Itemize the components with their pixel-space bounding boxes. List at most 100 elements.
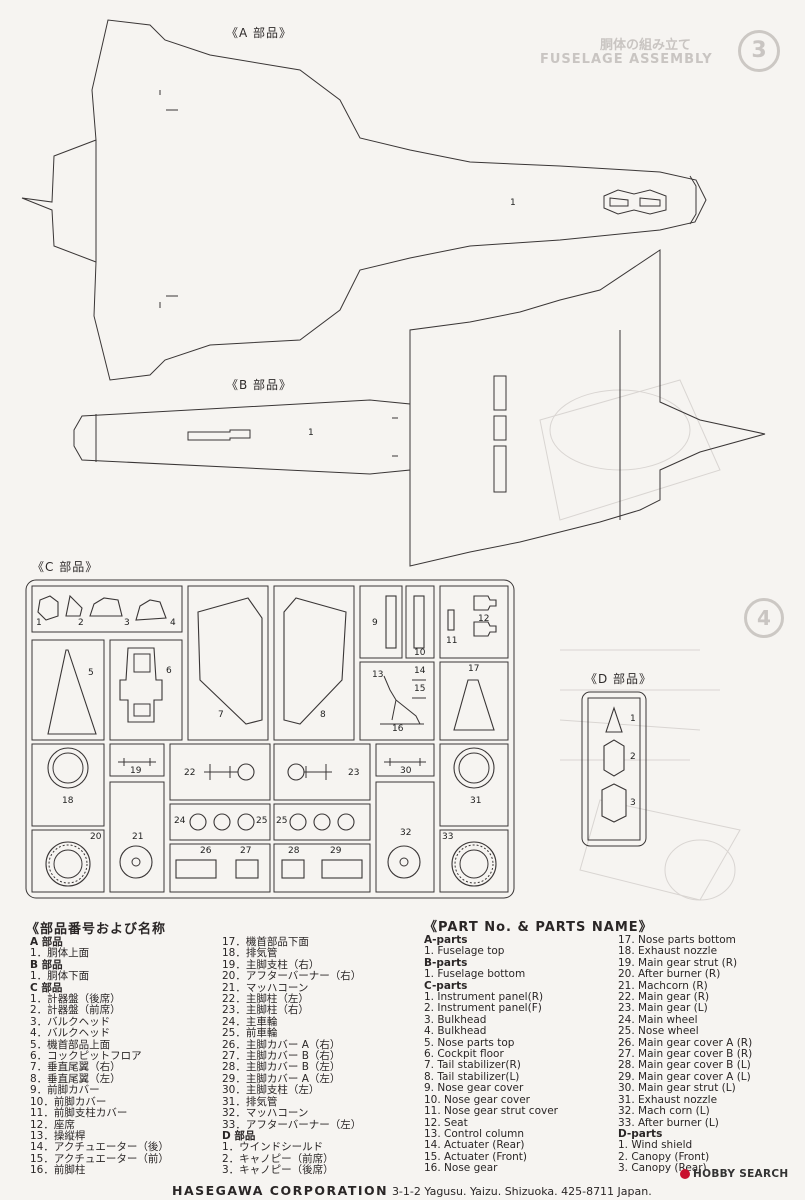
c-num: 11	[446, 636, 458, 646]
parts-list-item: 14. Actuater (Rear)	[424, 1139, 525, 1152]
parts-list-item: 24. Main wheel	[618, 1013, 698, 1026]
c-num: 26	[200, 846, 212, 856]
parts-list-item: 1．胴体下面	[30, 970, 90, 983]
parts-list-item: 7．垂直尾翼（右）	[30, 1061, 121, 1074]
a-parts-label: 《A 部品》	[226, 26, 293, 40]
parts-list-item: 6. Cockpit floor	[424, 1048, 504, 1061]
parts-list-item: 15．アクチュエーター（前）	[30, 1152, 169, 1165]
watermark-logo-icon	[680, 1169, 690, 1179]
parts-list-item: 16. Nose gear	[424, 1162, 498, 1175]
c-num: 17	[468, 664, 480, 674]
parts-list-item: 32. Mach corn (L)	[618, 1105, 710, 1118]
parts-list-item: 15. Actuater (Front)	[424, 1150, 527, 1163]
parts-list-item: 25．前車輪	[222, 1027, 278, 1040]
parts-list-item: 23．主脚柱（右）	[222, 1004, 309, 1017]
parts-list-item: 1. Fuselage top	[424, 945, 505, 958]
parts-list-item: B 部品	[30, 958, 63, 971]
parts-list-item: 26. Main gear cover A (R)	[618, 1036, 753, 1049]
fuselage-top-part	[21, 19, 707, 381]
parts-list-item: D-parts	[618, 1127, 663, 1140]
parts-list-item: 29．主脚カバー A（左）	[222, 1072, 341, 1085]
parts-list-item: 2. Canopy (Front)	[618, 1150, 710, 1163]
d-num: 1	[630, 714, 636, 724]
parts-list-item: 5．機首部品上面	[30, 1038, 111, 1051]
parts-list-item: 20. After burner (R)	[618, 968, 721, 981]
parts-list-item: 13. Control column	[424, 1127, 524, 1140]
parts-list-item: C-parts	[424, 979, 468, 992]
c-num: 29	[330, 846, 342, 856]
step3-title-jp-ghost: 胴体の組み立て	[600, 38, 692, 53]
parts-list-item: 9. Nose gear cover	[424, 1082, 524, 1095]
parts-list-item: 9．前脚カバー	[30, 1084, 100, 1097]
c-num: 28	[288, 846, 300, 856]
parts-list-item: 12. Seat	[424, 1116, 468, 1129]
fuselage-top-number: 1	[510, 198, 516, 208]
parts-list-item: 5. Nose parts top	[424, 1036, 515, 1049]
step3-number-ghost: 3	[738, 30, 780, 72]
parts-list-item: B-parts	[424, 956, 468, 969]
parts-list-item: 27. Main gear cover B (R)	[618, 1048, 753, 1061]
en-list-title: 《PART No. & PARTS NAME》	[424, 920, 653, 935]
parts-list-item: 1．ウインドシールド	[222, 1141, 324, 1154]
parts-list-item: 10. Nose gear cover	[424, 1093, 530, 1106]
parts-list-item: 3．バルクヘッド	[30, 1015, 111, 1028]
c-num: 25	[276, 816, 288, 826]
parts-list-item: 2．計器盤（前席）	[30, 1004, 121, 1017]
c-num: 22	[184, 768, 196, 778]
parts-list-item: 12．座席	[30, 1118, 75, 1131]
parts-list-item: 11. Nose gear strut cover	[424, 1105, 558, 1118]
c-num: 9	[372, 618, 378, 628]
step3-title-en-ghost: FUSELAGE ASSEMBLY	[540, 52, 713, 67]
hobby-search-watermark: HOBBY SEARCH	[680, 1168, 788, 1180]
parts-list-item: 1. Wind shield	[618, 1139, 693, 1152]
parts-list-item: 22．主脚柱（左）	[222, 993, 309, 1006]
c-parts-label: 《C 部品》	[32, 560, 99, 574]
c-num: 4	[170, 618, 176, 628]
d-num: 3	[630, 798, 636, 808]
c-num: 12	[478, 614, 490, 624]
parts-list-item: 20．アフターバーナー（右）	[222, 970, 362, 983]
parts-list-item: 29. Main gear cover A (L)	[618, 1070, 751, 1083]
c-num: 5	[88, 668, 94, 678]
parts-list-item: 30．主脚支柱（左）	[222, 1084, 320, 1097]
parts-list-item: 8. Tail stabilizer(L)	[424, 1070, 520, 1083]
c-num: 19	[130, 766, 142, 776]
parts-list-item: 14．アクチュエーター（後）	[30, 1141, 169, 1154]
parts-list-item: 32．マッハコーン	[222, 1107, 309, 1120]
parts-list-item: 28. Main gear cover B (L)	[618, 1059, 751, 1072]
parts-list-item: 33．アフターバーナー（左）	[222, 1118, 362, 1131]
parts-list-item: D 部品	[222, 1129, 256, 1142]
step4-number-ghost: 4	[744, 598, 784, 638]
parts-list-item: 31．排気管	[222, 1095, 278, 1108]
parts-list-item: 11．前脚支柱カバー	[30, 1107, 128, 1120]
fuselage-bottom-number: 1	[308, 428, 314, 438]
parts-list-item: C 部品	[30, 981, 63, 994]
parts-list-item: 21. Machcorn (R)	[618, 979, 708, 992]
c-num: 27	[240, 846, 252, 856]
parts-list-item: 1．計器盤（後席）	[30, 993, 121, 1006]
c-num: 23	[348, 768, 360, 778]
c-num: 25	[256, 816, 268, 826]
parts-list-item: 1．胴体上面	[30, 947, 90, 960]
d-num: 2	[630, 752, 636, 762]
parts-list-item: 7. Tail stabilizer(R)	[424, 1059, 521, 1072]
parts-list-item: 23. Main gear (L)	[618, 1002, 708, 1015]
parts-list-item: 17. Nose parts bottom	[618, 934, 736, 946]
parts-list-item: 3. Bulkhead	[424, 1013, 487, 1026]
parts-list-item: 10．前脚カバー	[30, 1095, 107, 1108]
c-num: 30	[400, 766, 412, 776]
c-num: 1	[36, 618, 42, 628]
parts-list-item: 24．主車輪	[222, 1015, 278, 1028]
parts-list-item: 1. Instrument panel(R)	[424, 991, 544, 1004]
parts-list-item: A-parts	[424, 934, 468, 946]
parts-list-item: 8．垂直尾翼（左）	[30, 1072, 121, 1085]
parts-list-item: 33. After burner (L)	[618, 1116, 719, 1129]
c-num: 7	[218, 710, 224, 720]
c-num: 33	[442, 832, 454, 842]
c-num: 10	[414, 648, 426, 658]
parts-list-item: 18. Exhaust nozzle	[618, 945, 718, 958]
c-num: 24	[174, 816, 186, 826]
